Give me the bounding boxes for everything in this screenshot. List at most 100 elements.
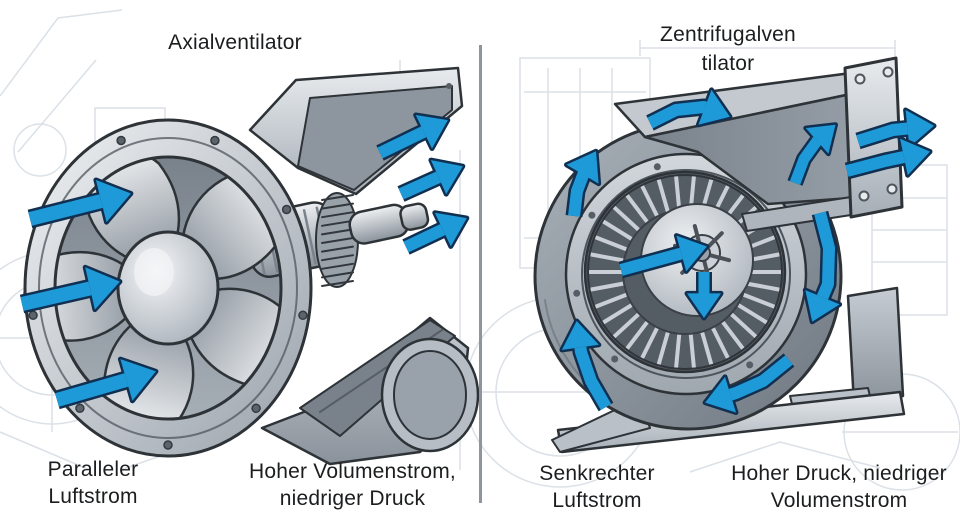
volute-face-bolts xyxy=(573,163,754,369)
gear-tooth xyxy=(321,228,354,236)
impeller-blade xyxy=(601,303,634,325)
impeller-blade xyxy=(640,326,659,360)
airflow-arrow xyxy=(564,148,602,218)
airflow-arrow xyxy=(376,112,451,161)
impeller-blade xyxy=(625,320,649,351)
impeller-blade xyxy=(674,332,682,370)
airflow-arrow xyxy=(646,87,733,131)
left-performance-label-line1: Hoher Volumenstrom, xyxy=(249,460,456,483)
impeller-blade xyxy=(588,252,626,263)
right-panel-title-line1: Zentrifugalven xyxy=(660,23,796,46)
impeller-blade xyxy=(729,312,758,339)
impeller-blade xyxy=(625,193,649,224)
left-panel-title: Axialventilator xyxy=(168,31,302,54)
left-flow-label-line2: Luftstrom xyxy=(48,485,138,508)
right-performance-label-line2: Volumenstrom xyxy=(770,489,908,512)
bolt xyxy=(588,211,596,219)
impeller xyxy=(587,174,783,370)
gear-tooth xyxy=(321,262,354,270)
impeller-rim xyxy=(587,174,783,370)
bolt xyxy=(75,403,85,414)
bolt xyxy=(163,440,173,450)
motor-fin xyxy=(302,209,317,265)
airflow-arrows xyxy=(19,87,937,415)
housing-cutaway-interior xyxy=(297,85,453,191)
right-performance-label-line1: Hoher Druck, niedriger xyxy=(731,462,947,485)
left-performance-label-line2: niedriger Druck xyxy=(279,487,426,510)
left-flow-label: Paralleler Luftstrom xyxy=(22,456,164,510)
bolt xyxy=(298,310,308,321)
gear-tooth xyxy=(321,280,354,287)
bolt xyxy=(210,135,220,146)
panel-divider xyxy=(479,45,482,503)
bolt xyxy=(446,83,452,89)
impeller-blade xyxy=(744,281,782,292)
airflow-arrow xyxy=(787,122,838,186)
right-flow-label-line2: Luftstrom xyxy=(552,489,642,512)
bolt xyxy=(251,403,261,414)
impeller-blade xyxy=(741,292,777,309)
impeller-blade xyxy=(656,177,670,214)
motor-gear-teeth xyxy=(321,194,354,287)
airflow-arrow xyxy=(802,210,843,325)
airflow-arrow xyxy=(844,136,933,180)
right-performance-label: Hoher Druck, niedriger Volumenstrom xyxy=(722,460,956,514)
volute-face-lip xyxy=(581,169,791,379)
impeller-blade xyxy=(601,219,634,241)
airflow-arrow xyxy=(855,107,937,150)
drive-shaft xyxy=(348,202,430,245)
airflow-arrow xyxy=(618,233,710,279)
bolt xyxy=(746,361,754,369)
impeller-blade xyxy=(612,312,641,339)
rear-flange-inner xyxy=(393,350,467,440)
bolt xyxy=(116,135,126,146)
gear-tooth xyxy=(321,202,354,210)
flange-bolt-hole xyxy=(886,183,898,195)
impeller-blade xyxy=(593,235,629,252)
airflow-arrow xyxy=(19,264,123,314)
gear-tooth xyxy=(321,237,354,244)
gear-tooth xyxy=(321,271,354,279)
impeller-blade xyxy=(700,330,714,367)
gear-tooth xyxy=(321,194,354,201)
gear-tooth xyxy=(321,245,354,253)
airflow-arrow xyxy=(27,177,134,229)
hub-spoke xyxy=(705,252,731,263)
impeller-blade xyxy=(721,320,745,351)
flange-bolt-hole xyxy=(858,190,870,202)
airflow-arrow xyxy=(702,353,795,415)
impeller-blade xyxy=(688,332,696,370)
axial-fan-illustration xyxy=(23,66,480,466)
impeller-blade xyxy=(593,292,629,309)
flange-bolt-hole xyxy=(854,73,866,85)
bolt xyxy=(281,204,292,215)
support-bracket xyxy=(846,286,905,406)
right-flow-label: Senkrechter Luftstrom xyxy=(527,460,667,514)
bolt xyxy=(611,355,619,363)
flange-bolt-hole xyxy=(882,66,894,78)
gear-tooth xyxy=(321,254,354,262)
airflow-arrow xyxy=(559,318,614,412)
impeller-blade xyxy=(736,303,769,325)
impeller-blade xyxy=(656,330,670,367)
fan-ring-lip xyxy=(38,137,298,439)
impeller-blade xyxy=(612,205,641,232)
fan-hub-highlight xyxy=(134,248,174,296)
gear-tooth xyxy=(321,211,354,219)
impeller-blade xyxy=(674,174,682,212)
impeller-blade xyxy=(640,184,659,218)
left-performance-label: Hoher Volumenstrom, niedriger Druck xyxy=(235,458,470,512)
right-flow-label-line1: Senkrechter xyxy=(539,462,655,485)
bolt xyxy=(28,310,38,321)
bolt xyxy=(573,289,581,297)
impeller-blade xyxy=(588,281,626,292)
airflow-arrow xyxy=(684,272,724,321)
bolt xyxy=(653,163,661,171)
gear-tooth xyxy=(321,219,354,227)
right-panel-title: Zentrifugalven tilator xyxy=(608,20,848,78)
left-flow-label-line1: Paralleler xyxy=(47,458,139,481)
airflow-arrow xyxy=(397,157,466,202)
impeller-blade xyxy=(711,326,730,360)
